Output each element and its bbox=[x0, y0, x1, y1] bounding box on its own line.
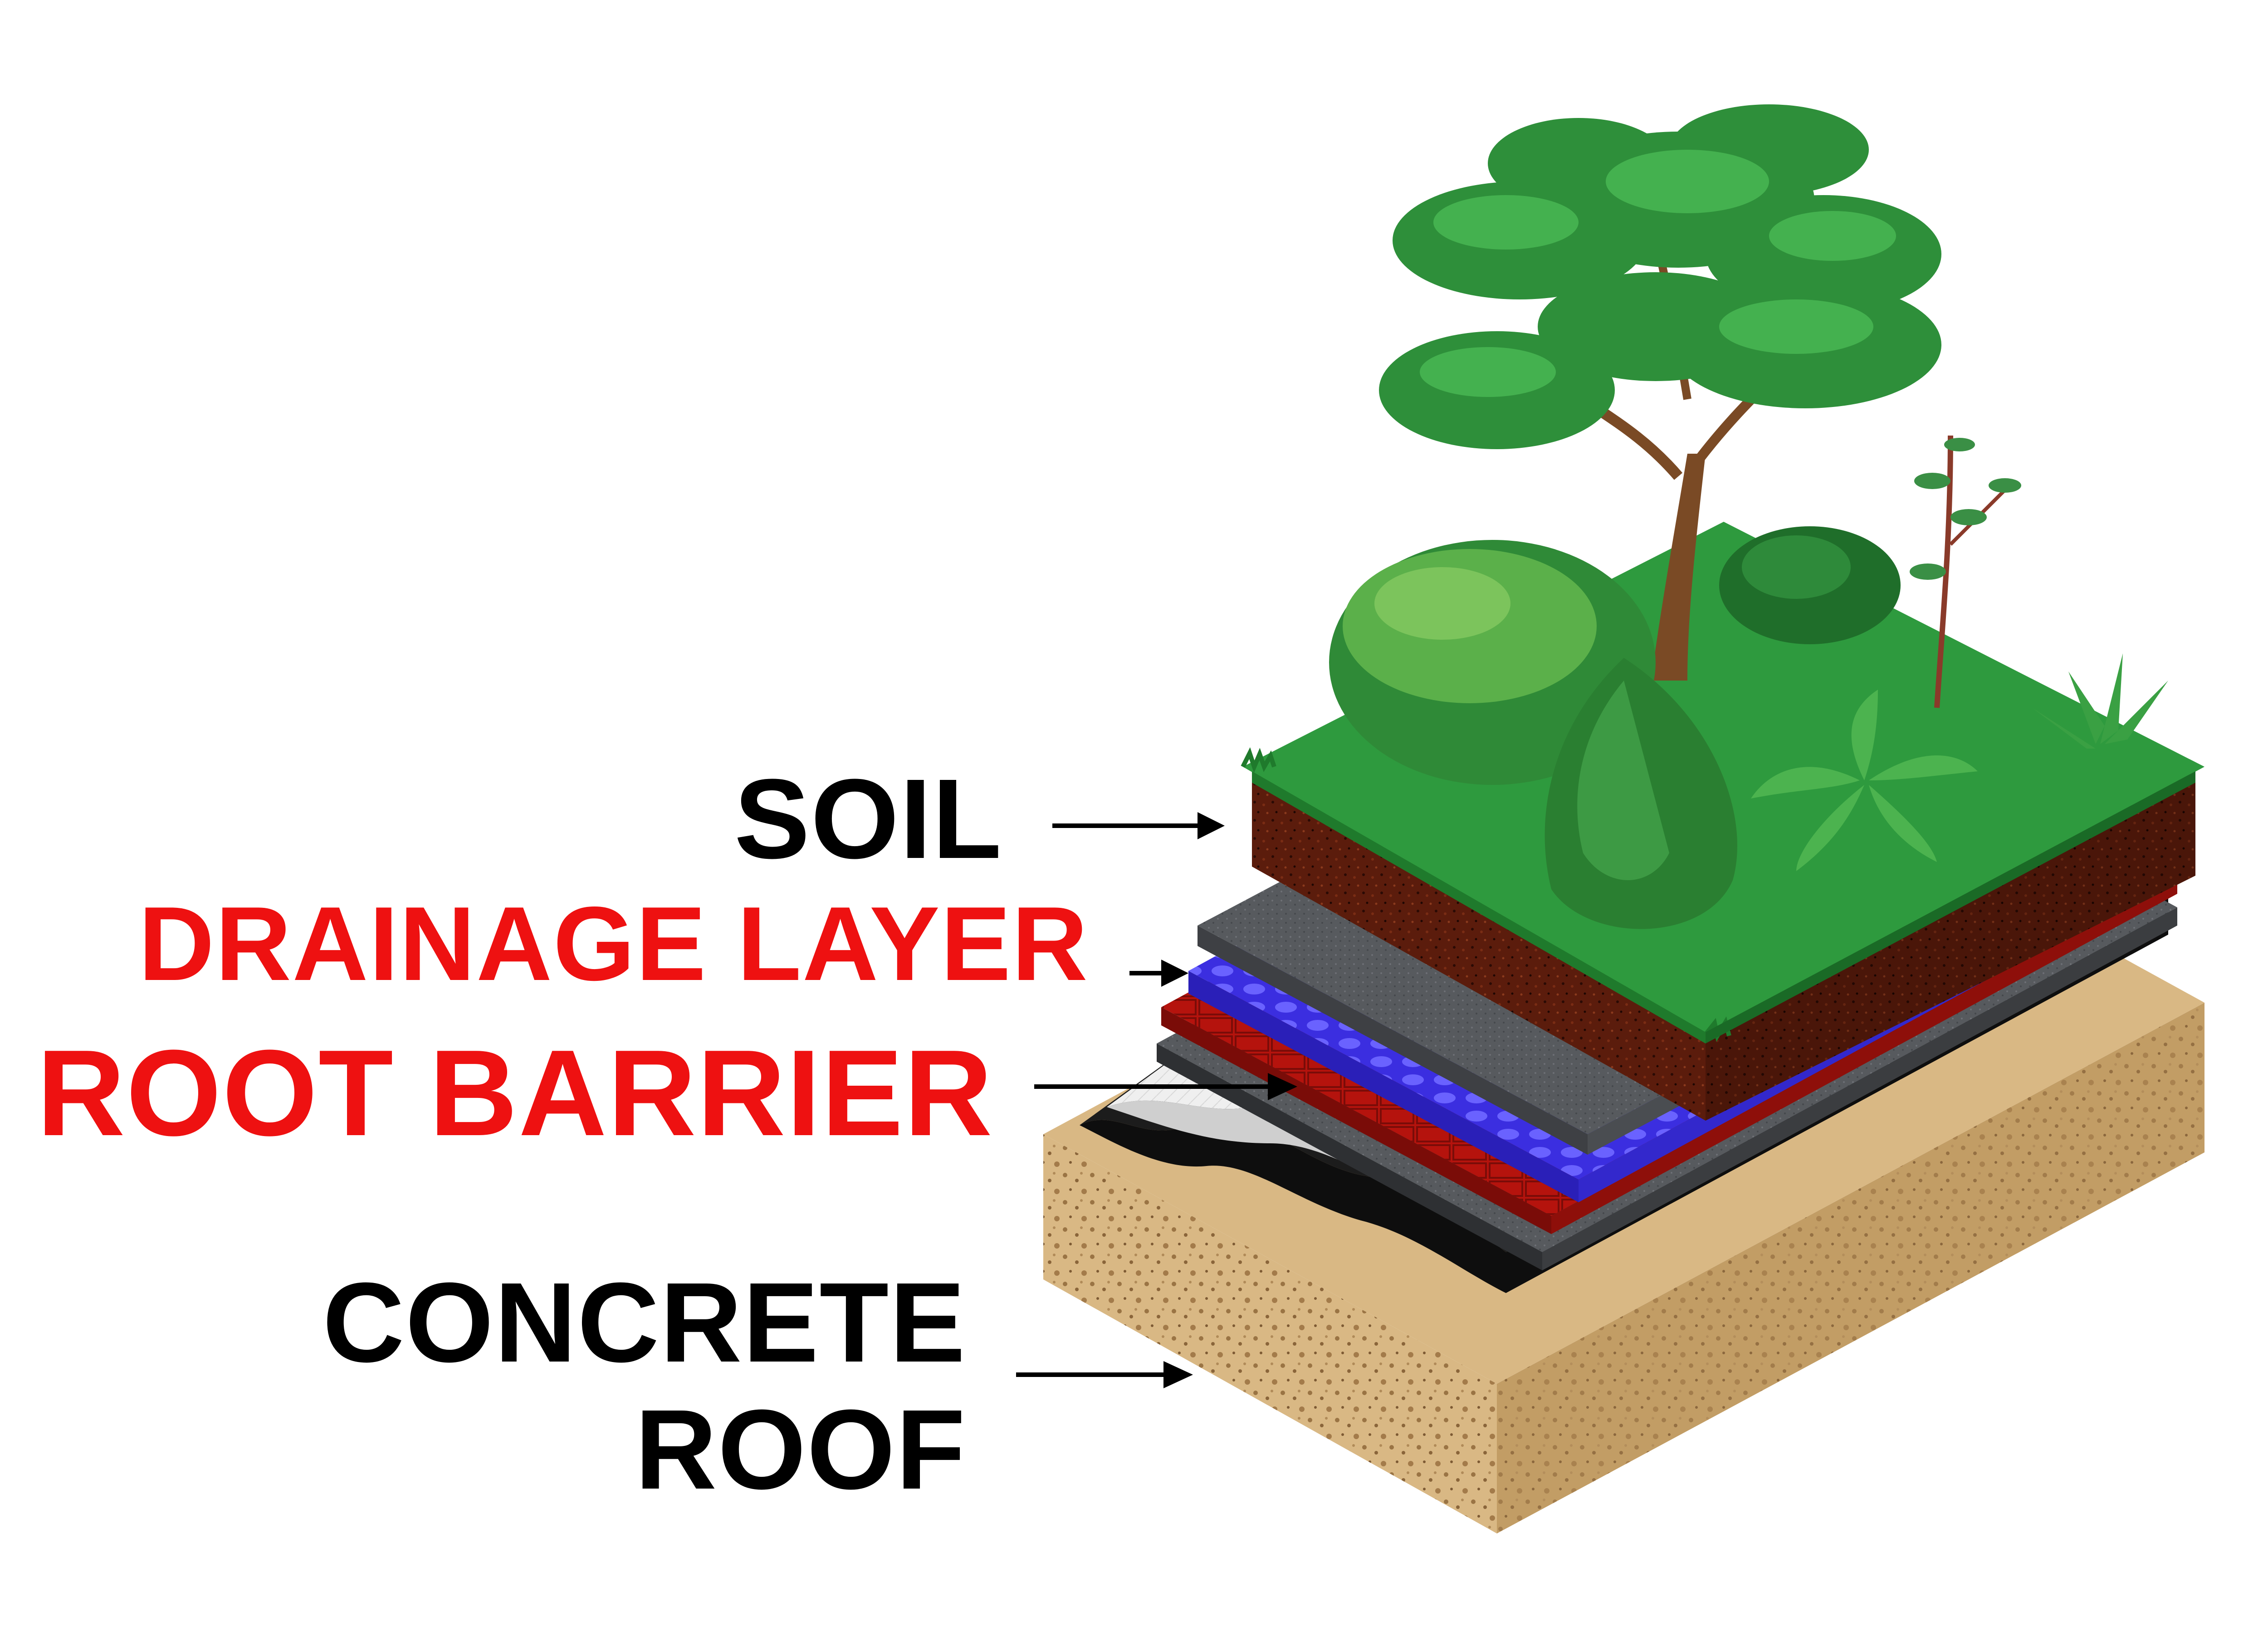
concrete-roof-label-line1: CONCRETE bbox=[323, 1259, 966, 1386]
spiky-plant bbox=[2032, 653, 2168, 749]
conical-shrub bbox=[1545, 658, 1737, 929]
drainage-layer-label: DRAINAGE LAYER bbox=[138, 885, 1089, 1003]
small-bush bbox=[1719, 526, 1901, 644]
root-barrier-arrow bbox=[1034, 1073, 1297, 1100]
tree bbox=[1379, 104, 1941, 681]
concrete-roof-arrow bbox=[1016, 1361, 1193, 1388]
concrete-roof-label-line2: ROOF bbox=[635, 1386, 966, 1513]
sapling bbox=[1910, 435, 2021, 708]
soil-arrow bbox=[1052, 812, 1225, 839]
fern-plant bbox=[1751, 690, 1978, 871]
drainage-layer-arrow bbox=[1129, 960, 1188, 987]
soil-layer bbox=[1252, 771, 2195, 1121]
root-barrier-label: ROOT BARRIER bbox=[37, 1025, 993, 1161]
soil-label: SOIL bbox=[734, 755, 1002, 882]
